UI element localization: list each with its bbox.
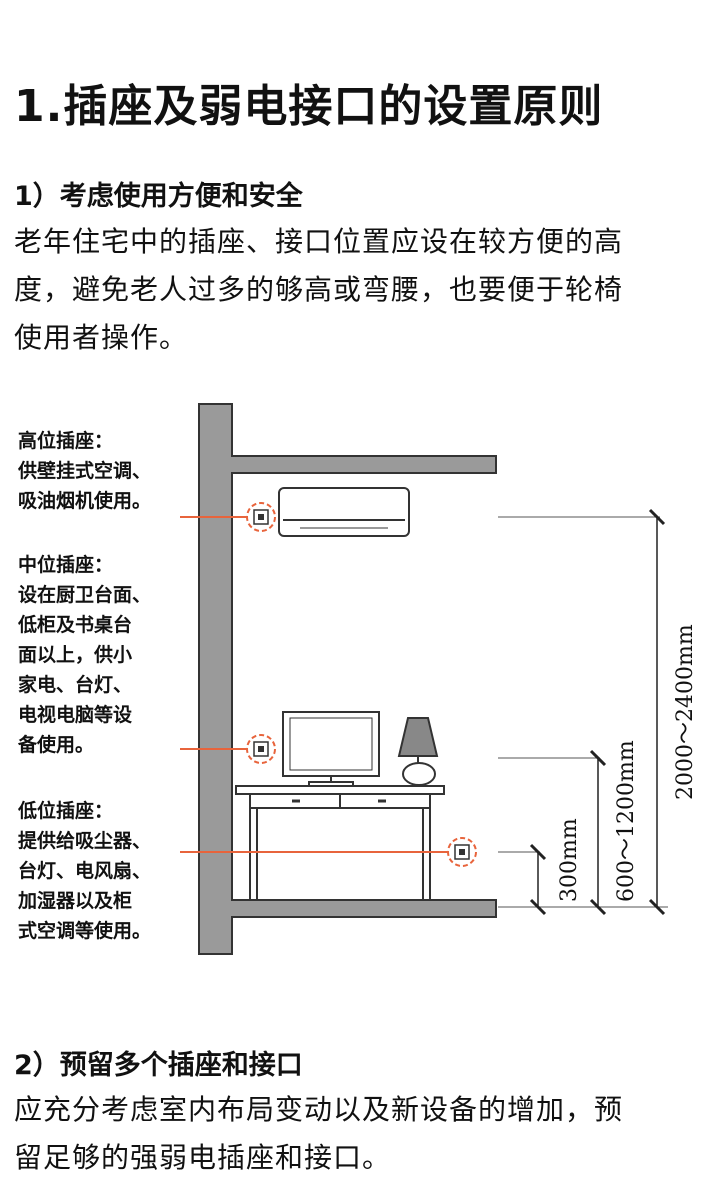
section2-line-2: 留足够的强弱电插座和接口。	[14, 1141, 392, 1174]
low-note-line-3: 台灯、电风扇、	[18, 860, 152, 882]
television-icon	[282, 711, 380, 788]
socket-height-diagram: 300mm 600～1200mm 2000～2400mm	[180, 403, 698, 955]
section2-paragraph: 应充分考虑室内布局变动以及新设备的增加，预 留足够的强弱电插座和接口。	[14, 1086, 698, 1182]
high-socket-note: 高位插座： 供壁挂式空调、 吸油烟机使用。	[18, 426, 151, 516]
low-socket-icon	[447, 837, 477, 867]
section1-line-1: 老年住宅中的插座、接口位置应设在较方便的高	[14, 225, 624, 258]
dim-label-mid: 600～1200mm	[614, 740, 639, 902]
desk-icon	[235, 785, 445, 901]
low-note-line-2: 提供给吸尘器、	[18, 830, 152, 852]
mid-note-line-2: 设在厨卫台面、	[18, 584, 152, 606]
section1-line-2: 度，避免老人过多的够高或弯腰，也要便于轮椅	[14, 273, 624, 306]
high-note-line-2: 供壁挂式空调、	[18, 460, 152, 482]
low-note-line-1: 低位插座：	[18, 800, 114, 822]
air-conditioner-icon	[278, 487, 410, 537]
section1-line-3: 使用者操作。	[14, 321, 189, 354]
section1-paragraph: 老年住宅中的插座、接口位置应设在较方便的高 度，避免老人过多的够高或弯腰，也要便…	[14, 218, 698, 362]
low-socket-note: 低位插座： 提供给吸尘器、 台灯、电风扇、 加湿器以及柜 式空调等使用。	[18, 796, 151, 946]
leader-lines	[180, 516, 448, 853]
wall-structure	[198, 403, 497, 955]
low-note-line-4: 加湿器以及柜	[18, 890, 133, 912]
table-lamp-icon	[397, 717, 439, 786]
dimension-ticks	[529, 508, 666, 916]
high-socket-icon	[246, 502, 276, 532]
dimension-lines	[537, 517, 658, 907]
mid-note-line-1: 中位插座：	[18, 554, 114, 576]
mid-note-line-5: 家电、台灯、	[18, 674, 133, 696]
dim-label-low: 300mm	[557, 818, 582, 902]
mid-note-line-3: 低柜及书桌台	[18, 614, 133, 636]
mid-socket-icon	[246, 734, 276, 764]
mid-note-line-4: 面以上，供小	[18, 644, 133, 666]
section2-line-1: 应充分考虑室内布局变动以及新设备的增加，预	[14, 1093, 624, 1126]
mid-socket-note: 中位插座： 设在厨卫台面、 低柜及书桌台 面以上，供小 家电、台灯、 电视电脑等…	[18, 550, 151, 760]
reference-lines	[498, 516, 668, 908]
dim-label-high: 2000～2400mm	[673, 624, 698, 800]
page-title: 1.插座及弱电接口的设置原则	[14, 81, 604, 132]
low-note-line-5: 式空调等使用。	[18, 920, 152, 942]
high-note-line-1: 高位插座：	[18, 430, 114, 452]
mid-note-line-6: 电视电脑等设	[18, 704, 133, 726]
section1-heading: 1）考虑使用方便和安全	[14, 181, 303, 212]
mid-note-line-7: 备使用。	[18, 734, 95, 756]
high-note-line-3: 吸油烟机使用。	[18, 490, 152, 512]
section2-heading: 2）预留多个插座和接口	[14, 1050, 303, 1081]
